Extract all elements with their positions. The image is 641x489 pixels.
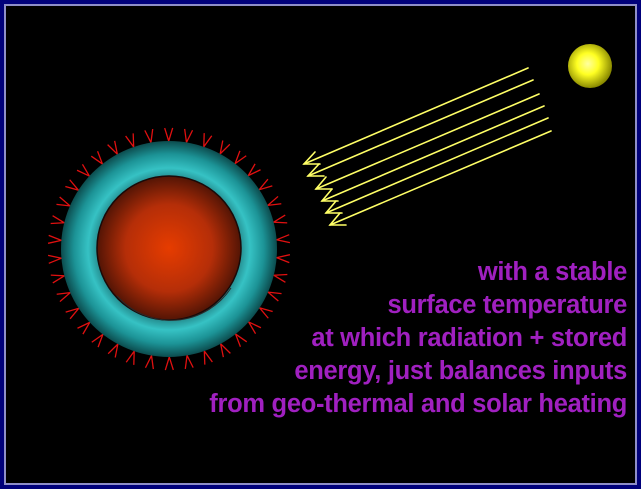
energy-balance-illustration (47, 44, 612, 371)
emission-mark (257, 178, 273, 191)
caption-text: with a stable surface temperature at whi… (209, 256, 627, 421)
emission-mark (164, 354, 174, 371)
emission-mark (107, 342, 119, 358)
emission-mark (184, 353, 194, 370)
emission-mark (219, 140, 231, 156)
caption-line: surface temperature (387, 291, 628, 319)
emission-mark (203, 133, 213, 149)
solar-ray (328, 130, 552, 226)
solar-ray (302, 67, 529, 165)
emission-mark (246, 163, 261, 178)
emission-mark (184, 128, 194, 145)
emission-mark (50, 274, 67, 284)
solar-ray (320, 105, 545, 202)
emission-mark (144, 128, 154, 145)
emission-mark (47, 254, 64, 264)
caption-line: from geo-thermal and solar heating (209, 390, 627, 418)
emission-mark (65, 179, 81, 192)
emission-mark (164, 127, 174, 144)
emission-mark (265, 291, 282, 302)
emission-mark (56, 196, 73, 207)
caption-line: with a stable (477, 258, 627, 286)
emission-mark (90, 151, 104, 166)
solar-rays (302, 67, 552, 226)
emission-mark (234, 332, 248, 347)
radiation-emission-marks (47, 127, 291, 371)
solar-ray (324, 117, 549, 214)
emission-mark (91, 332, 105, 348)
emission-mark (257, 306, 273, 319)
emission-mark (50, 215, 67, 225)
emission-mark (271, 273, 288, 283)
solar-ray (306, 79, 534, 177)
emission-mark (76, 164, 91, 178)
emission-mark (125, 133, 135, 150)
solar-ray (314, 93, 540, 190)
emission-mark (271, 214, 288, 224)
emission-mark (274, 234, 291, 244)
core-rim-highlight (116, 287, 232, 321)
emission-mark (47, 234, 64, 244)
emission-mark (125, 349, 135, 365)
emission-mark (65, 307, 81, 320)
caption-line: at which radiation + stored (311, 324, 627, 352)
emission-mark (265, 195, 282, 207)
emission-mark (144, 353, 154, 370)
emission-mark (107, 140, 119, 157)
emission-mark (233, 150, 247, 166)
emission-mark (56, 291, 73, 303)
caption-line: energy, just balances inputs (294, 357, 627, 385)
emission-mark (77, 320, 92, 335)
sun-icon (568, 44, 612, 88)
slide-canvas: with a stable surface temperature at whi… (4, 4, 637, 485)
